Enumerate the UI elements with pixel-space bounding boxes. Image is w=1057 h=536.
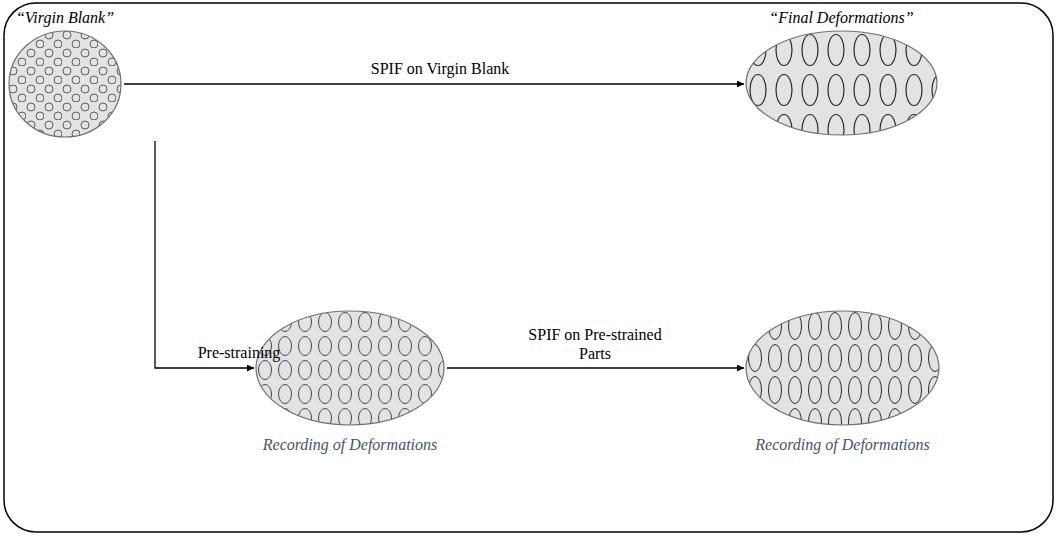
strain-grid-image [745, 30, 938, 136]
strain-grid-ellipse [256, 311, 444, 425]
node-title: Recording of Deformations [755, 435, 930, 455]
grid-image-node: Recording of Deformations [745, 310, 940, 455]
node-title: “Final Deformations” [769, 8, 913, 28]
strain-grid-ellipse [9, 31, 121, 137]
strain-grid-ellipse [746, 31, 937, 135]
frame-border [4, 3, 1053, 532]
grid-image-node: Recording of Deformations [255, 310, 445, 455]
edge-label: SPIF on Pre-strained Parts [520, 325, 670, 363]
strain-grid-image [745, 310, 940, 426]
process-arrow [124, 83, 744, 84]
node-title: “Virgin Blank” [16, 8, 114, 28]
edge-label: Pre-straining [184, 343, 294, 362]
strain-grid-ellipse [746, 311, 939, 425]
strain-grid-image [8, 30, 122, 138]
strain-grid-image [255, 310, 445, 426]
process-arrow [447, 367, 744, 368]
grid-image-node: “Virgin Blank” [8, 8, 122, 138]
node-title: Recording of Deformations [263, 435, 438, 455]
grid-image-node: “Final Deformations” [745, 8, 938, 136]
process-arrow [155, 141, 254, 368]
edge-label: SPIF on Virgin Blank [330, 59, 550, 78]
